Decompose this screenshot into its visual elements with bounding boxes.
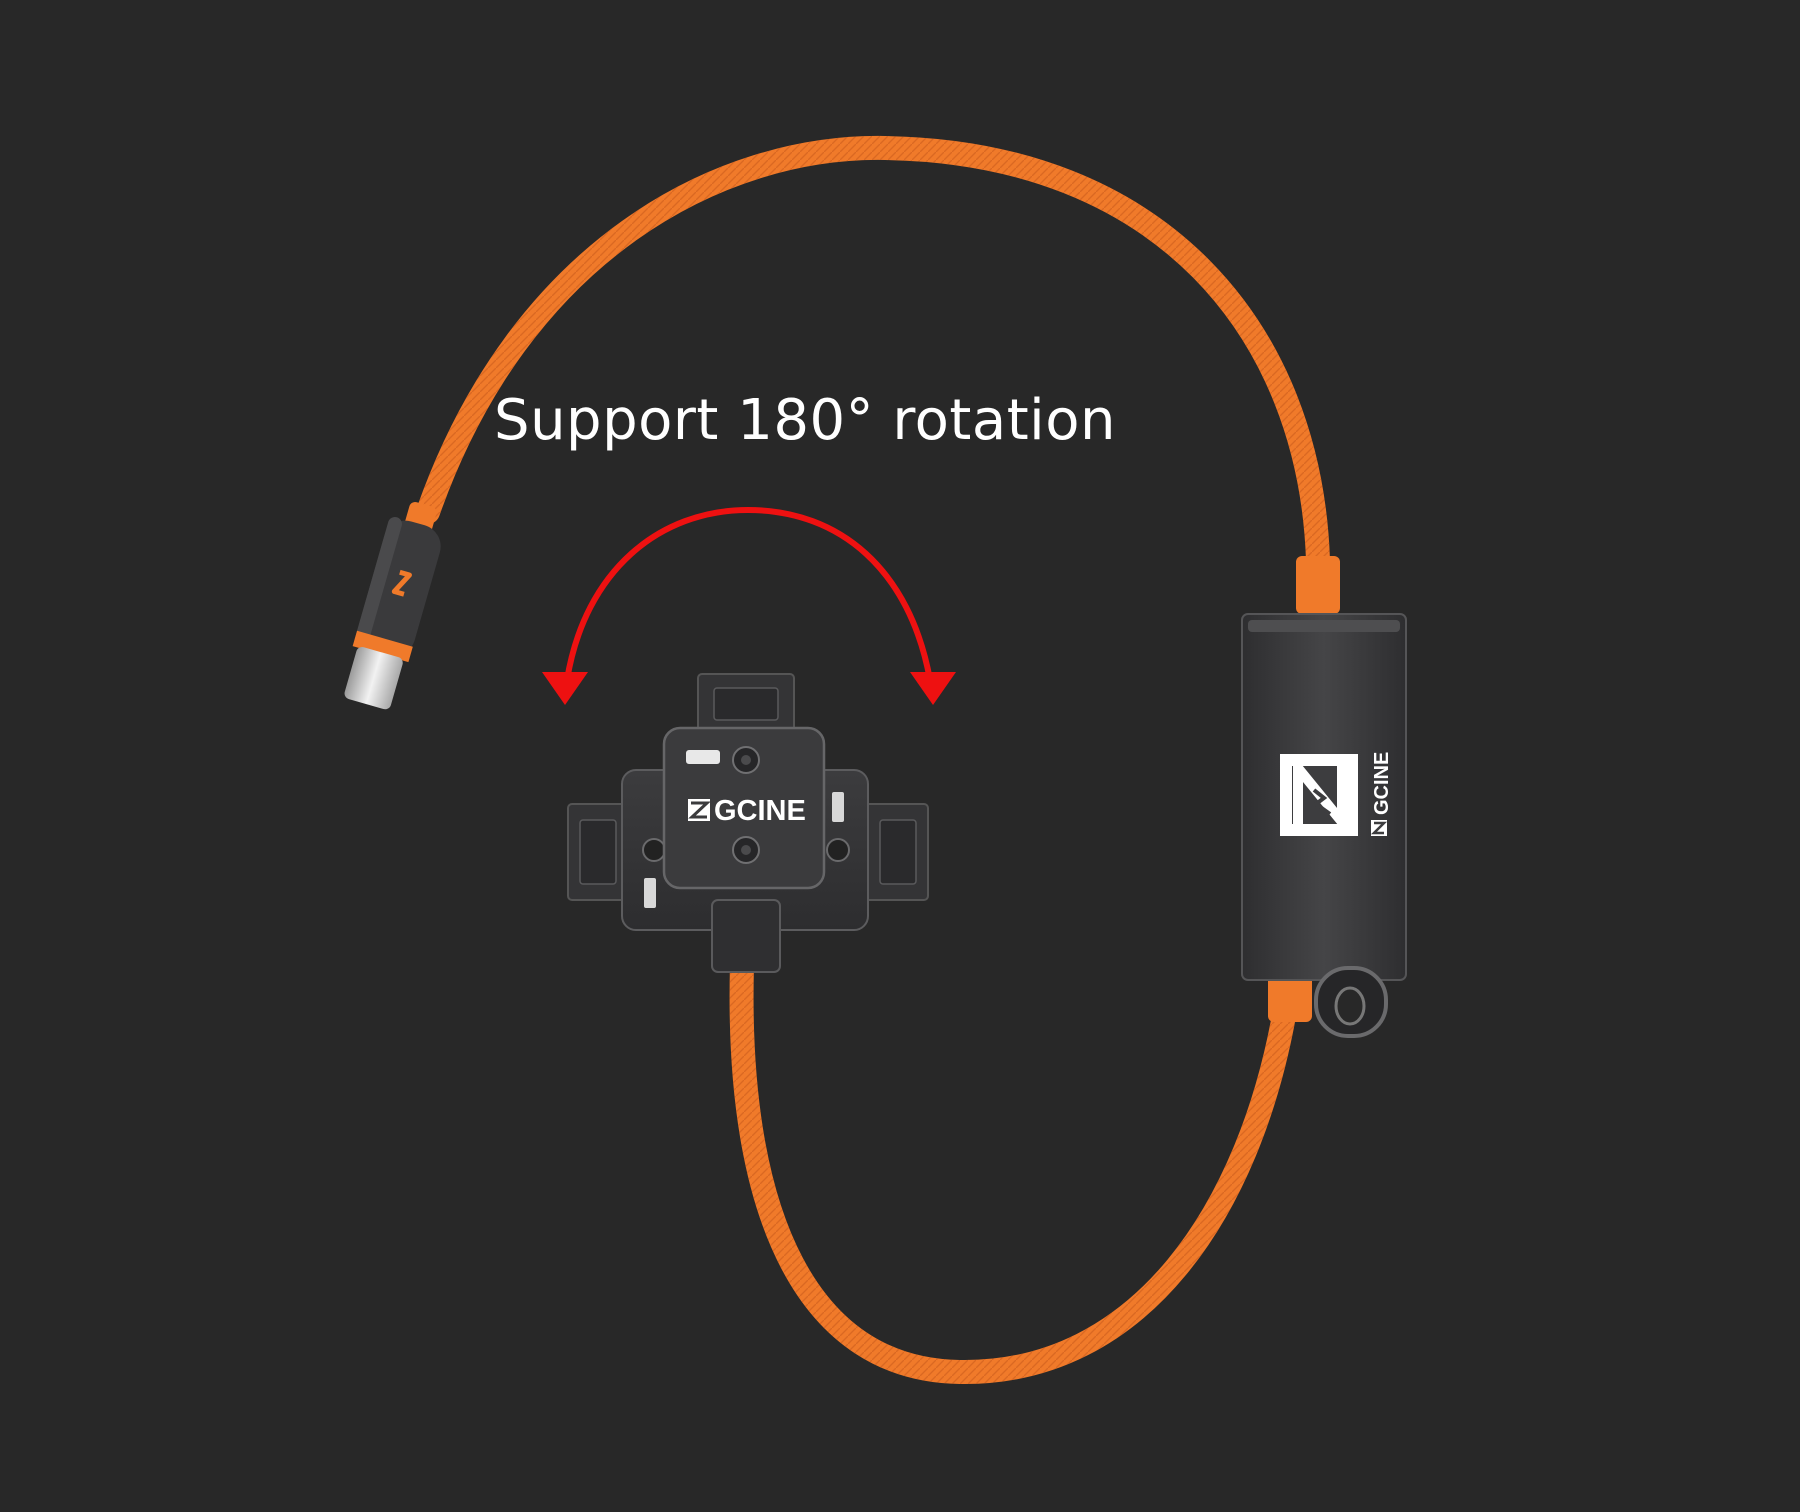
arrow-head-right — [910, 672, 956, 705]
upper-cable — [416, 135, 1330, 572]
arrow-head-left — [542, 672, 588, 705]
rotation-arrow — [542, 506, 956, 705]
lightning-icon — [391, 569, 412, 597]
rotating-adapter — [567, 673, 929, 973]
power-box — [1241, 556, 1407, 1038]
lower-cable — [729, 953, 1297, 1385]
n-logo-icon — [1280, 753, 1358, 837]
zgcine-logo-icon — [688, 799, 711, 821]
usb-c-plug — [344, 501, 441, 710]
box-brand-text: GCINE — [1371, 752, 1393, 815]
adapter-brand-text: GCINE — [714, 795, 806, 827]
box-zgcine-logo-icon — [1370, 820, 1388, 836]
caption-text: Support 180° rotation — [494, 388, 1116, 453]
